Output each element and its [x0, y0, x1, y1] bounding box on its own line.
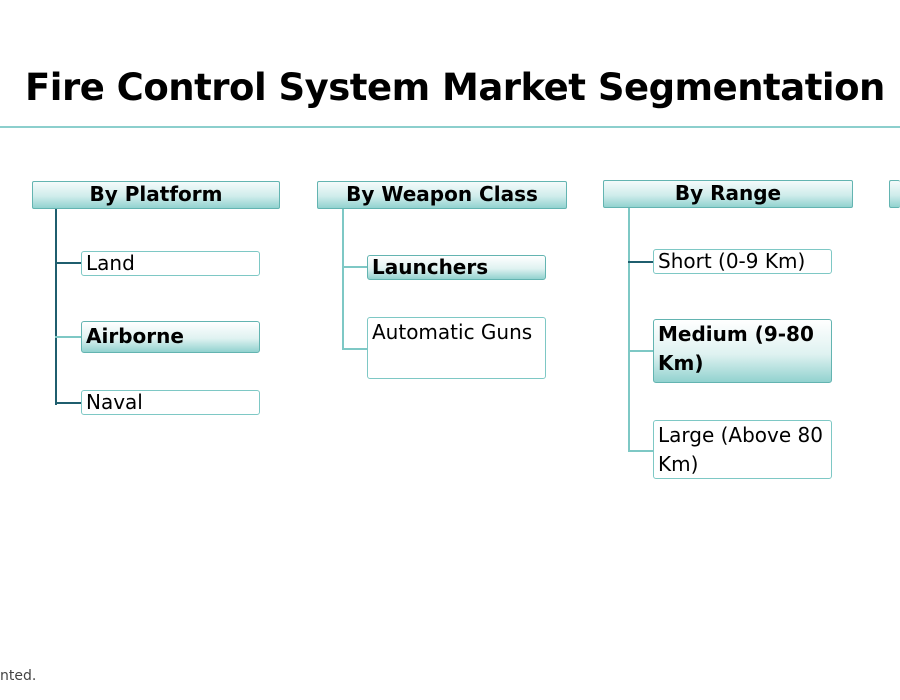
- segment-item-launchers: Launchers: [367, 255, 546, 280]
- footnote: nted.: [0, 668, 37, 684]
- segment-item-naval: Naval: [81, 390, 260, 415]
- connector-trunk-platform: [55, 209, 57, 405]
- segment-item-airborne: Airborne: [81, 321, 260, 353]
- segment-item-large: Large (Above 80 Km): [653, 420, 832, 479]
- connector-branch-short: [628, 261, 655, 263]
- connector-branch-airborne: [55, 336, 83, 338]
- page-title: Fire Control System Market Segmentation: [25, 66, 885, 109]
- connector-branch-naval: [55, 402, 83, 404]
- segment-header-platform: By Platform: [32, 181, 280, 209]
- segment-item-automatic-guns: Automatic Guns: [367, 317, 546, 379]
- connector-trunk-weapon-class: [342, 209, 344, 350]
- connector-branch-launchers: [342, 266, 369, 268]
- segment-header-weapon-class: By Weapon Class: [317, 181, 567, 209]
- segment-header-range: By Range: [603, 180, 853, 208]
- connector-branch-large: [628, 450, 655, 452]
- segment-item-medium: Medium (9-80 Km): [653, 319, 832, 383]
- title-divider: [0, 126, 900, 128]
- segment-item-short: Short (0-9 Km): [653, 249, 832, 274]
- segment-header-partial: [889, 180, 900, 208]
- connector-branch-land: [55, 262, 83, 264]
- connector-trunk-range: [628, 208, 630, 452]
- connector-branch-medium: [628, 350, 655, 352]
- connector-branch-automatic-guns: [342, 348, 369, 350]
- segment-item-land: Land: [81, 251, 260, 276]
